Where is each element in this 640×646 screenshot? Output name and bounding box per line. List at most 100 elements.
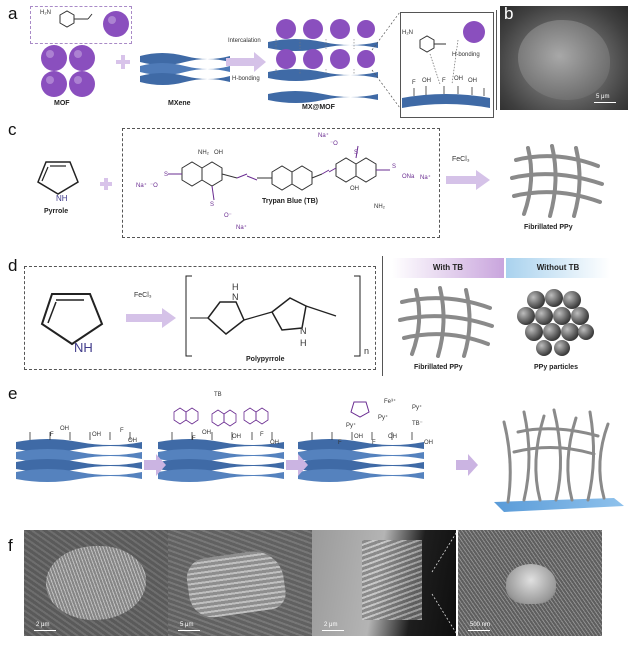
panel-label-b: b bbox=[504, 4, 514, 23]
f-zoom-lines bbox=[431, 529, 459, 637]
e-step-arrow bbox=[286, 454, 308, 476]
a-zoom-content bbox=[402, 21, 490, 108]
pyrrole-structure-d bbox=[40, 293, 104, 346]
e-step-arrow bbox=[144, 454, 166, 476]
sem-image-f4: 500 nm bbox=[458, 530, 602, 636]
tb-oh-right: OH bbox=[350, 186, 359, 192]
with-tb-tag: With TB bbox=[392, 258, 504, 278]
e1-group-1: OH bbox=[60, 426, 69, 432]
fibrillated-ppy-d bbox=[398, 286, 494, 358]
tb-na-left: Na⁺ bbox=[136, 183, 147, 189]
tb-oh-left: OH bbox=[214, 150, 223, 156]
ppy-particles-label: PPy particles bbox=[534, 364, 578, 371]
d-reagent: FeCl₃ bbox=[134, 292, 152, 299]
sem-image-f1: 2 μm bbox=[24, 530, 168, 636]
without-tb-tag: Without TB bbox=[506, 258, 610, 278]
mx-mof-label: MX@MOF bbox=[302, 104, 335, 111]
e3-group-3: OH bbox=[388, 434, 397, 440]
tb-s-bottom: S bbox=[210, 202, 215, 208]
d-reaction-box bbox=[24, 266, 376, 370]
e3-ion-4: TB⁻ bbox=[412, 421, 423, 427]
a-arrow-bottom-label: H-bonding bbox=[232, 76, 260, 82]
ppy-h-bottom: H bbox=[300, 338, 307, 348]
panel-label-a: a bbox=[8, 4, 18, 23]
e2-group-4: OH bbox=[270, 440, 279, 446]
a-reactant-box bbox=[30, 6, 132, 44]
zoom-lines bbox=[371, 11, 401, 109]
sem-f3-scale: 2 μm bbox=[324, 622, 338, 628]
e-mxene-sheet bbox=[158, 469, 284, 482]
panel-label-f: f bbox=[8, 536, 13, 555]
a-b-divider bbox=[496, 10, 497, 110]
sem-image-f3: 2 μm bbox=[312, 530, 456, 636]
polypyrrole-structure bbox=[185, 275, 361, 357]
a-zoom-box bbox=[400, 12, 494, 118]
a-reaction-arrow bbox=[226, 52, 266, 72]
e1-group-0: F bbox=[50, 432, 54, 438]
e-mxene-sheet bbox=[298, 469, 424, 482]
polymer-n: n bbox=[364, 346, 370, 356]
sem-f2-scale: 5 μm bbox=[180, 622, 194, 628]
tb-o-bottom: O⁻ bbox=[224, 213, 232, 219]
e-mxene-sheet bbox=[298, 439, 424, 452]
tb-na-right: Na⁺ bbox=[420, 175, 431, 181]
a-zoom-group-2: F bbox=[442, 78, 446, 84]
e-mxene-sheet bbox=[16, 459, 142, 472]
ppy-particles bbox=[517, 289, 594, 356]
mxene-sheets bbox=[140, 53, 230, 85]
sem-image-b: 5 μm bbox=[500, 6, 628, 110]
ppy-h-top: H bbox=[232, 282, 239, 292]
sem-b-scale: 5 μm bbox=[596, 94, 610, 100]
panel-label-e: e bbox=[8, 384, 18, 403]
a-zoom-group-0: F bbox=[412, 80, 416, 86]
tb-ona-right: ONa bbox=[402, 174, 415, 180]
pyrrole-structure-c bbox=[37, 161, 79, 195]
fibrillated-ppy-c bbox=[510, 144, 604, 218]
d-reaction-arrow bbox=[126, 308, 176, 328]
e3-ion-3: Py⁺ bbox=[412, 405, 423, 411]
e4-ppy-brush bbox=[494, 408, 624, 512]
plus-icon bbox=[116, 55, 130, 69]
a-arrow-top-label: Intercalation bbox=[228, 38, 261, 44]
e3-pyrrole-ring bbox=[350, 401, 370, 418]
tb-nh2-left: NH₂ bbox=[198, 150, 209, 156]
e-mxene-stacks bbox=[16, 432, 478, 482]
mof-spheres bbox=[41, 45, 95, 97]
sem-f4-scale: 500 nm bbox=[470, 622, 491, 628]
e-mxene-sheet bbox=[16, 469, 142, 482]
e-mxene-sheet bbox=[16, 449, 142, 462]
plus-icon-c bbox=[100, 178, 112, 190]
sem-image-f2: 5 μm bbox=[168, 530, 312, 636]
e2-group-3: F bbox=[260, 432, 264, 438]
e2-tb-molecules bbox=[173, 407, 269, 427]
e2-group-1: OH bbox=[202, 430, 211, 436]
fibrillated-ppy-d-label: Fibrillated PPy bbox=[414, 364, 463, 371]
e-mxene-sheet bbox=[298, 449, 424, 462]
e-mxene-sheet bbox=[158, 459, 284, 472]
tb-na-top: Na⁺ bbox=[318, 133, 329, 139]
e2-group-0: F bbox=[192, 436, 196, 442]
a-zoom-nh2: H₂N bbox=[402, 30, 413, 36]
a-zoom-group-3: OH bbox=[454, 76, 463, 82]
e3-ion-0: Fe³⁺ bbox=[384, 399, 397, 405]
e1-group-4: OH bbox=[128, 438, 137, 444]
tb-o-top: ⁻O bbox=[330, 141, 338, 147]
c-reaction-arrow bbox=[446, 170, 490, 190]
mxene-label: MXene bbox=[168, 100, 191, 107]
d-divider bbox=[382, 256, 383, 376]
a-linker-nh2: H₂N bbox=[40, 10, 51, 16]
e3-group-4: OH bbox=[424, 440, 433, 446]
e-mxene-sheet bbox=[16, 439, 142, 452]
tb-na-bottom: Na⁺ bbox=[236, 225, 247, 231]
tb-nh2-right: NH₂ bbox=[374, 204, 385, 210]
polypyrrole-label: Polypyrrole bbox=[246, 356, 285, 363]
e3-group-2: F bbox=[372, 440, 376, 446]
e3-ion-1: Py⁺ bbox=[346, 423, 357, 429]
panel-label-d: d bbox=[8, 256, 18, 275]
c-reagent: FeCl₃ bbox=[452, 156, 470, 163]
tb-s-left: S bbox=[164, 172, 169, 178]
e-step-arrow bbox=[456, 454, 478, 476]
e-mxene-sheet bbox=[298, 459, 424, 472]
a-linker-molecule bbox=[59, 10, 129, 37]
mx-mof-composite bbox=[268, 19, 378, 103]
